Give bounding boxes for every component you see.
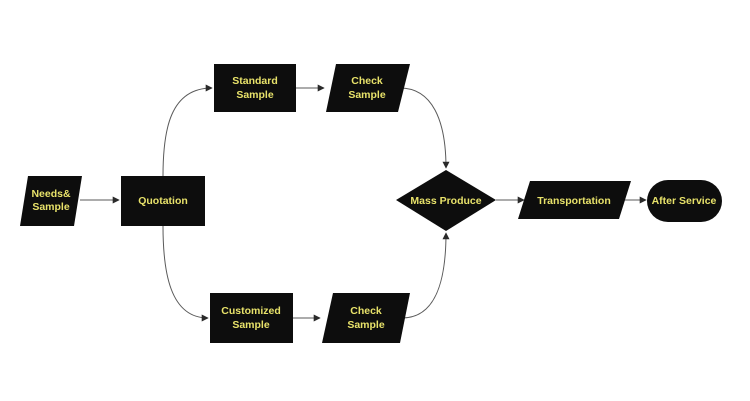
check-sample-bottom-label-line-2: Sample bbox=[347, 319, 385, 331]
quotation-shape bbox=[121, 176, 205, 226]
mass-produce-shape bbox=[396, 170, 496, 231]
customized-sample-shape bbox=[210, 293, 293, 343]
check-sample-top-label-line-1: Check bbox=[351, 75, 383, 87]
check-sample-top-shape bbox=[326, 64, 410, 112]
node-needs-sample: Needs& Sample bbox=[20, 176, 82, 226]
node-check-sample-bottom: Check Sample bbox=[322, 293, 410, 343]
node-quotation: Quotation bbox=[121, 176, 205, 226]
node-standard-sample: Standard Sample bbox=[214, 64, 296, 112]
needs-sample-label-line-2: Sample bbox=[32, 201, 70, 213]
standard-sample-label-line-1: Standard bbox=[232, 75, 278, 87]
check-sample-bottom-label-line-1: Check bbox=[350, 305, 382, 317]
node-transportation: Transportation bbox=[518, 181, 631, 219]
edge-quotation-to-standard-sample bbox=[162, 84, 213, 177]
customized-sample-label-line-2: Sample bbox=[232, 319, 270, 331]
transportation-shape bbox=[518, 181, 631, 219]
edge-quotation-to-customized-sample bbox=[162, 225, 209, 322]
needs-sample-shape bbox=[20, 176, 82, 226]
customized-sample-label-line-1: Customized bbox=[221, 305, 281, 317]
edges bbox=[80, 84, 647, 322]
check-sample-top-label-line-2: Sample bbox=[348, 89, 386, 101]
node-check-sample-top: Check Sample bbox=[326, 64, 410, 112]
after-service-label: After Service bbox=[652, 195, 717, 207]
check-sample-bottom-shape bbox=[322, 293, 410, 343]
node-mass-produce: Mass Produce bbox=[396, 170, 496, 231]
edge-check-top-to-mass-produce bbox=[399, 87, 450, 169]
after-service-shape bbox=[647, 180, 722, 222]
quotation-label: Quotation bbox=[138, 195, 188, 207]
transportation-label: Transportation bbox=[537, 195, 611, 207]
node-after-service: After Service bbox=[647, 180, 722, 222]
node-customized-sample: Customized Sample bbox=[210, 293, 293, 343]
needs-sample-label-line-1: Needs& bbox=[31, 188, 71, 200]
mass-produce-label: Mass Produce bbox=[410, 195, 481, 207]
edge-check-bottom-to-mass-produce bbox=[401, 232, 450, 319]
standard-sample-label-line-2: Sample bbox=[236, 89, 274, 101]
standard-sample-shape bbox=[214, 64, 296, 112]
